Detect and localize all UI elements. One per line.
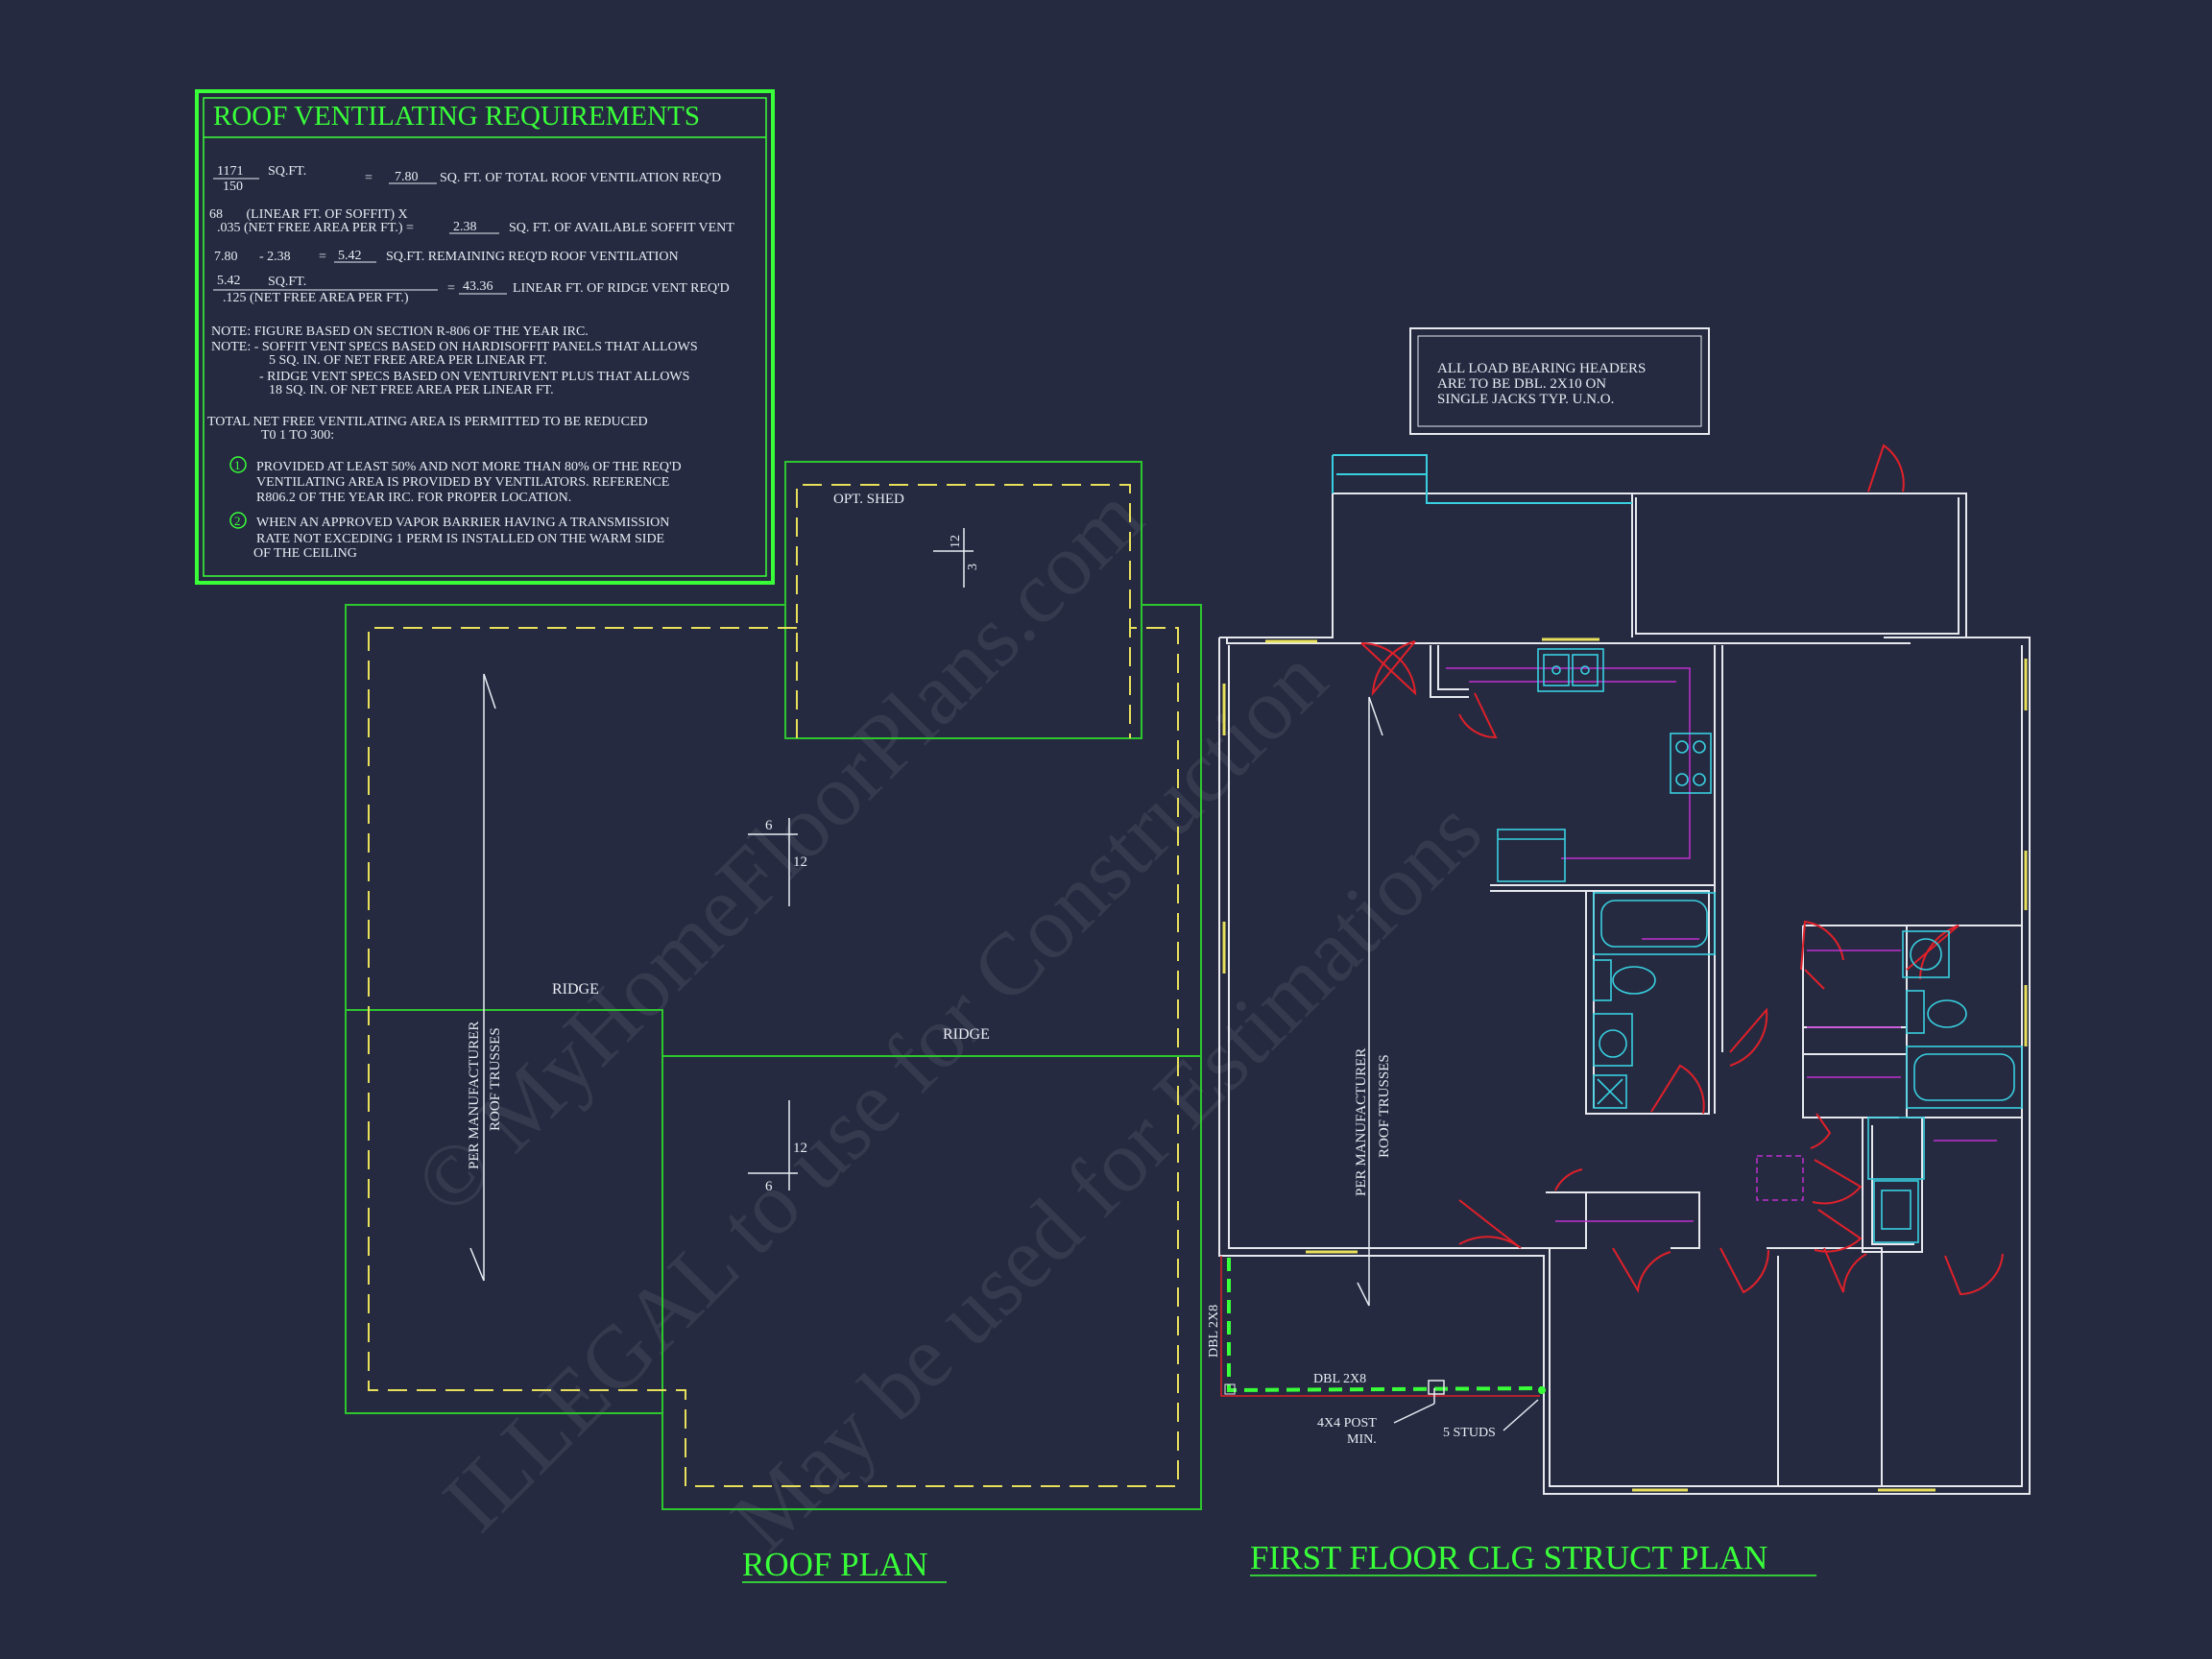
roof-outline	[345, 461, 1202, 1510]
range-stove-icon	[1670, 733, 1712, 794]
total-a: TOTAL NET FREE VENTILATING AREA IS PERMI…	[207, 415, 648, 429]
roof-wall-dashed-lines	[368, 484, 1179, 1487]
item-1-c: R806.2 OF THE YEAR IRC. FOR PROPER LOCAT…	[256, 491, 571, 505]
row1-val: 7.80	[395, 170, 419, 184]
roof-trusses-line-1: PER MANUFACTURER	[467, 1022, 482, 1169]
row4-val: 43.36	[463, 279, 493, 294]
ceiling-truss-arrow	[1357, 696, 1383, 1307]
row2-line2: .035 (NET FREE AREA PER FT.) =	[217, 221, 414, 235]
cyan-walls	[1332, 454, 1632, 504]
note-2b: 5 SQ. IN. OF NET FREE AREA PER LINEAR FT…	[269, 353, 547, 368]
bathtub-icon	[1593, 892, 1716, 955]
row1-desc: SQ. FT. OF TOTAL ROOF VENTILATION REQ'D	[440, 171, 721, 185]
row4-num: 5.42	[217, 274, 241, 288]
shed-pitch-rise: 3	[966, 564, 980, 570]
shed-pitch-run: 12	[949, 535, 963, 548]
row1-unit: SQ.FT.	[268, 164, 306, 179]
bathtub-2-icon	[1906, 1046, 2023, 1109]
truss-direction-arrow	[469, 673, 496, 1282]
ridge-left-label: RIDGE	[552, 981, 599, 998]
dryer-vent-icon	[1593, 1074, 1627, 1109]
roof-ventilating-requirements-box: ROOF VENTILATING REQUIREMENTS 1171 150 S…	[195, 89, 775, 585]
water-heater-icon	[1902, 930, 1950, 978]
item-1-number: 1	[234, 458, 241, 472]
ceiling-trusses-line-1: PER MANUFACTURER	[1354, 1048, 1369, 1196]
header-note-line-1: ALL LOAD BEARING HEADERS	[1437, 361, 1646, 376]
toilet-icon	[1593, 959, 1656, 1001]
pitch-1-run: 12	[793, 854, 807, 870]
item-1-a: PROVIDED AT LEAST 50% AND NOT MORE THAN …	[256, 460, 682, 474]
dbl-2x8-horizontal-label: DBL 2X8	[1313, 1372, 1366, 1386]
item-1-b: VENTILATING AREA IS PROVIDED BY VENTILAT…	[256, 475, 669, 490]
row1-num: 1171	[217, 164, 243, 179]
interior-walls	[1430, 645, 2022, 1486]
row1-den: 150	[223, 180, 243, 194]
pitch-symbols	[748, 528, 974, 1190]
washer-icon	[1593, 1013, 1633, 1067]
note-2d: 18 SQ. IN. OF NET FREE AREA PER LINEAR F…	[269, 383, 554, 397]
kitchen-sink-icon	[1537, 648, 1604, 692]
refrigerator-icon	[1497, 829, 1566, 882]
ridge-right-label: RIDGE	[943, 1026, 990, 1043]
row4-unit: SQ.FT.	[268, 275, 306, 289]
vent-box-title: ROOF VENTILATING REQUIREMENTS	[213, 101, 700, 132]
pitch-1-rise: 6	[765, 818, 773, 833]
header-note-line-3: SINGLE JACKS TYP. U.N.O.	[1437, 392, 1614, 407]
pitch-2-rise: 6	[765, 1179, 773, 1194]
item-2-a: WHEN AN APPROVED VAPOR BARRIER HAVING A …	[256, 516, 669, 530]
fixtures	[1497, 648, 2023, 1243]
row4-den: .125 (NET FREE AREA PER FT.)	[223, 291, 409, 305]
note-1: NOTE: FIGURE BASED ON SECTION R-806 OF T…	[211, 325, 589, 339]
dbl-2x8-vertical-label: DBL 2X8	[1207, 1305, 1221, 1358]
row3-a: 7.80	[214, 250, 238, 264]
roof-plan-title: ROOF PLAN	[742, 1546, 928, 1583]
row2-line1: 68 (LINEAR FT. OF SOFFIT) X	[209, 207, 408, 222]
row3-eq: =	[319, 250, 326, 264]
pitch-2-run: 12	[793, 1141, 807, 1156]
post-label-1: 4X4 POST	[1317, 1416, 1377, 1431]
item-2-c: OF THE CEILING	[253, 546, 357, 561]
note-2c: - RIDGE VENT SPECS BASED ON VENTURIVENT …	[259, 370, 689, 384]
header-note-box: ALL LOAD BEARING HEADERS ARE TO BE DBL. …	[1409, 327, 1710, 435]
row3-b: - 2.38	[259, 250, 291, 264]
header-note-line-2: ARE TO BE DBL. 2X10 ON	[1437, 376, 1606, 392]
row1-eq: =	[365, 171, 373, 185]
opt-shed-label: OPT. SHED	[833, 492, 904, 507]
ceiling-plan-title: FIRST FLOOR CLG STRUCT PLAN	[1250, 1539, 1767, 1576]
item-2-number: 2	[234, 514, 241, 528]
watermark: © MyHomeFloorPlans.com ILLEGAL to use fo…	[396, 468, 1500, 1569]
door-swings	[1360, 444, 2004, 1296]
first-floor-ceiling-plan: ALL LOAD BEARING HEADERS ARE TO BE DBL. …	[1207, 327, 2031, 1576]
post-label-2: MIN.	[1347, 1432, 1377, 1447]
item-2-b: RATE NOT EXCEDING 1 PERM IS INSTALLED ON…	[256, 532, 664, 546]
row2-desc: SQ. FT. OF AVAILABLE SOFFIT VENT	[509, 221, 734, 235]
roof-plan: OPT. SHED 12 3 6 12 12 6 RIDGE RIDGE PER…	[345, 461, 1202, 1583]
row2-val: 2.38	[453, 220, 477, 234]
toilet-2-icon	[1906, 990, 1967, 1034]
shower-icon	[1867, 1117, 1925, 1243]
vent-calc-rows: 1171 150 SQ.FT. = 7.80 SQ. FT. OF TOTAL …	[207, 164, 734, 561]
porch-beams	[1220, 1256, 1546, 1431]
ceiling-trusses-line-2: ROOF TRUSSES	[1377, 1054, 1392, 1158]
row4-eq: =	[447, 281, 455, 296]
window-marks	[1222, 637, 2028, 1492]
note-2a: NOTE: - SOFFIT VENT SPECS BASED ON HARDI…	[211, 340, 698, 354]
row3-desc: SQ.FT. REMAINING REQ'D ROOF VENTILATION	[386, 250, 679, 264]
roof-trusses-line-2: ROOF TRUSSES	[488, 1027, 503, 1131]
row3-val: 5.42	[338, 249, 362, 263]
total-b: T0 1 TO 300:	[261, 428, 334, 443]
row4-desc: LINEAR FT. OF RIDGE VENT REQ'D	[513, 281, 730, 296]
studs-label: 5 STUDS	[1443, 1426, 1496, 1440]
